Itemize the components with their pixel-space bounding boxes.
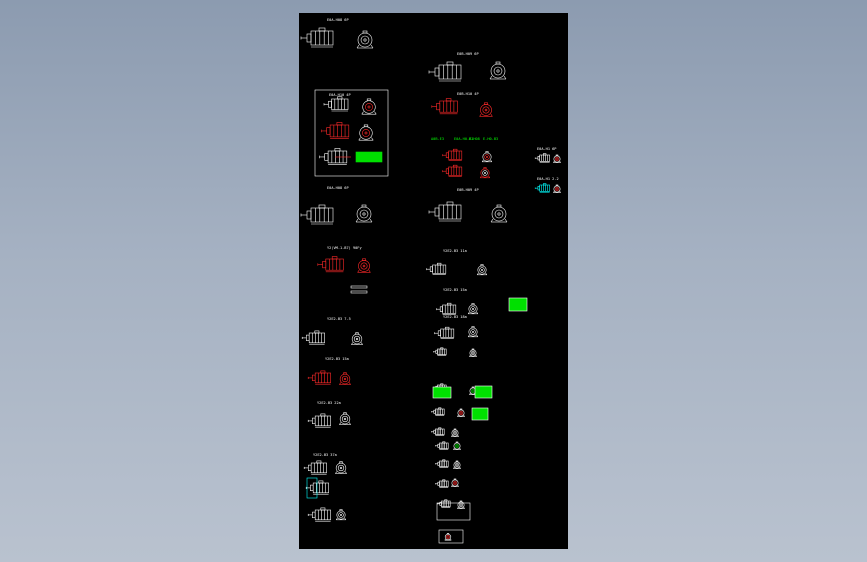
- drawing-label: Y2E2-B3 22a: [317, 401, 341, 405]
- drawing-label: E0B-H09 6P: [457, 52, 479, 56]
- drawing-label: E0A-H0-B3: [454, 137, 473, 141]
- motor-m-a3: Y2(VM-1-B7) 90Fy: [317, 246, 371, 273]
- motor-m-b4: Y2E2-B3 11a: [426, 249, 488, 276]
- drawing-label: Y2E2-B3 15a: [443, 288, 467, 292]
- drawing-label: A0B-E3: [431, 137, 444, 141]
- motor-m-b1: E0B-H09 6P: [428, 52, 507, 82]
- motor-m-b3: E0B-H09 4P: [428, 188, 508, 223]
- drawing-label: Y2E2-B3 18a: [443, 315, 467, 319]
- motor-m-box: E0A-H10 4P: [314, 89, 389, 177]
- drawing-label: E-H08: [469, 137, 480, 141]
- drawing-label: E0A-H08 6P: [327, 186, 349, 190]
- motor-m-b6: Y2E2-B3 18a: [434, 315, 479, 339]
- motor-m-b2: E0B-H10 4P: [431, 92, 493, 117]
- motor-drawing-canvas: E0A-H08 6P E0B-H09 6P E0B-H10 4P E0A-H08 6P…: [300, 18, 561, 544]
- drawing-label: E0A-H1 6P: [537, 147, 556, 151]
- lower-right-cluster: [431, 297, 528, 544]
- drawing-label: Y2E2-B3 37a: [313, 453, 337, 457]
- motor-m-a7: Y2E2-B3 37a: [303, 453, 347, 475]
- drawing-label: E0A-H08 6P: [327, 18, 349, 22]
- drawing-label: E-H0-B3: [483, 137, 498, 141]
- drawing-sheet[interactable]: E0A-H08 6P E0B-H09 6P E0B-H10 4P E0A-H08 6P…: [299, 13, 568, 549]
- drawing-label: Y2E2-B3 7.5: [327, 317, 351, 321]
- drawing-label: Y2(VM-1-B7) 90Fy: [327, 246, 362, 250]
- drawing-label: E0A-H1 2.2: [537, 177, 559, 181]
- drawing-label: E0B-H10 4P: [457, 92, 479, 96]
- drawing-label: E0A-H10 4P: [329, 93, 351, 97]
- drawing-label: E0B-H09 4P: [457, 188, 479, 192]
- motor-m-a1: E0A-H08 6P: [300, 18, 374, 49]
- lower-left-parts: [305, 285, 368, 522]
- motor-m-a6: Y2E2-B3 22a: [307, 401, 351, 428]
- motor-m-b5: Y2E2-B3 15a: [436, 288, 479, 315]
- motor-m-a2: E0A-H08 6P: [300, 186, 373, 225]
- motor-m-a5: Y2E2-B3 15a: [307, 357, 351, 385]
- drawing-label: Y2E2-B3 11a: [443, 249, 467, 253]
- drawing-label: Y2E2-B3 15a: [325, 357, 349, 361]
- side-motors: E0A-H1 6P E0A-H1 2.2: [534, 147, 561, 193]
- motor-m-a4: Y2E2-B3 7.5: [301, 317, 363, 345]
